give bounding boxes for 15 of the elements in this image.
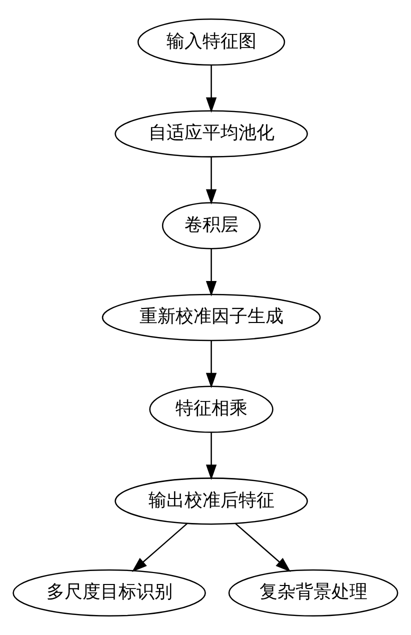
arrow bbox=[206, 249, 217, 296]
arrow bbox=[206, 432, 217, 480]
node-ellipse: 复杂背景处理 bbox=[228, 569, 398, 617]
node-ellipse: 输入特征图 bbox=[137, 18, 286, 66]
node-ellipse: 卷积层 bbox=[162, 202, 261, 250]
arrow bbox=[206, 65, 217, 113]
node-ellipse: 输出校准后特征 bbox=[114, 478, 308, 525]
node-ellipse: 多尺度目标识别 bbox=[12, 569, 206, 617]
node-ellipse: 自适应平均池化 bbox=[114, 110, 308, 158]
arrow bbox=[132, 523, 188, 572]
arrow bbox=[206, 340, 217, 388]
arrow bbox=[206, 157, 217, 205]
arrow bbox=[235, 523, 291, 572]
node-ellipse: 特征相乘 bbox=[149, 386, 274, 433]
node-ellipse: 重新校准因子生成 bbox=[102, 294, 321, 342]
